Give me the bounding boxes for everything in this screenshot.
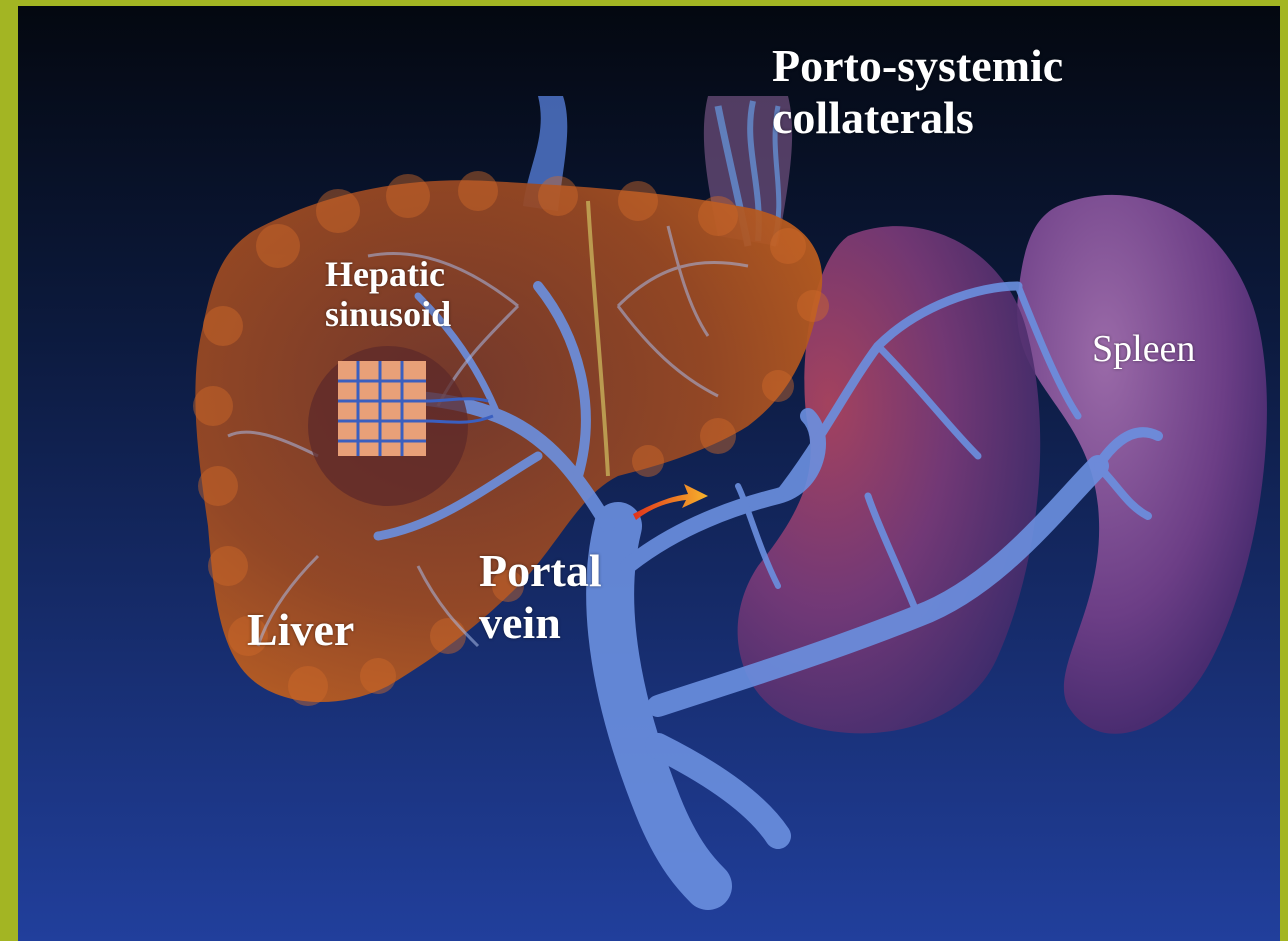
- illustration-canvas: Porto-systemic collaterals Hepatic sinus…: [18, 6, 1280, 941]
- label-hepatic-sinusoid: Hepatic sinusoid: [325, 254, 451, 335]
- label-portal-line2: vein: [479, 597, 602, 649]
- label-portal-line1: Portal: [479, 545, 602, 597]
- label-collaterals-line1: Porto-systemic: [772, 40, 1063, 92]
- label-porto-systemic-collaterals: Porto-systemic collaterals: [772, 40, 1063, 143]
- label-sinusoid-line2: sinusoid: [325, 294, 451, 334]
- anatomy-illustration: [18, 6, 1280, 941]
- label-spleen: Spleen: [1092, 328, 1195, 371]
- label-portal-vein: Portal vein: [479, 545, 602, 648]
- label-liver: Liver: [247, 604, 354, 656]
- label-sinusoid-line1: Hepatic: [325, 254, 451, 294]
- label-collaterals-line2: collaterals: [772, 92, 1063, 144]
